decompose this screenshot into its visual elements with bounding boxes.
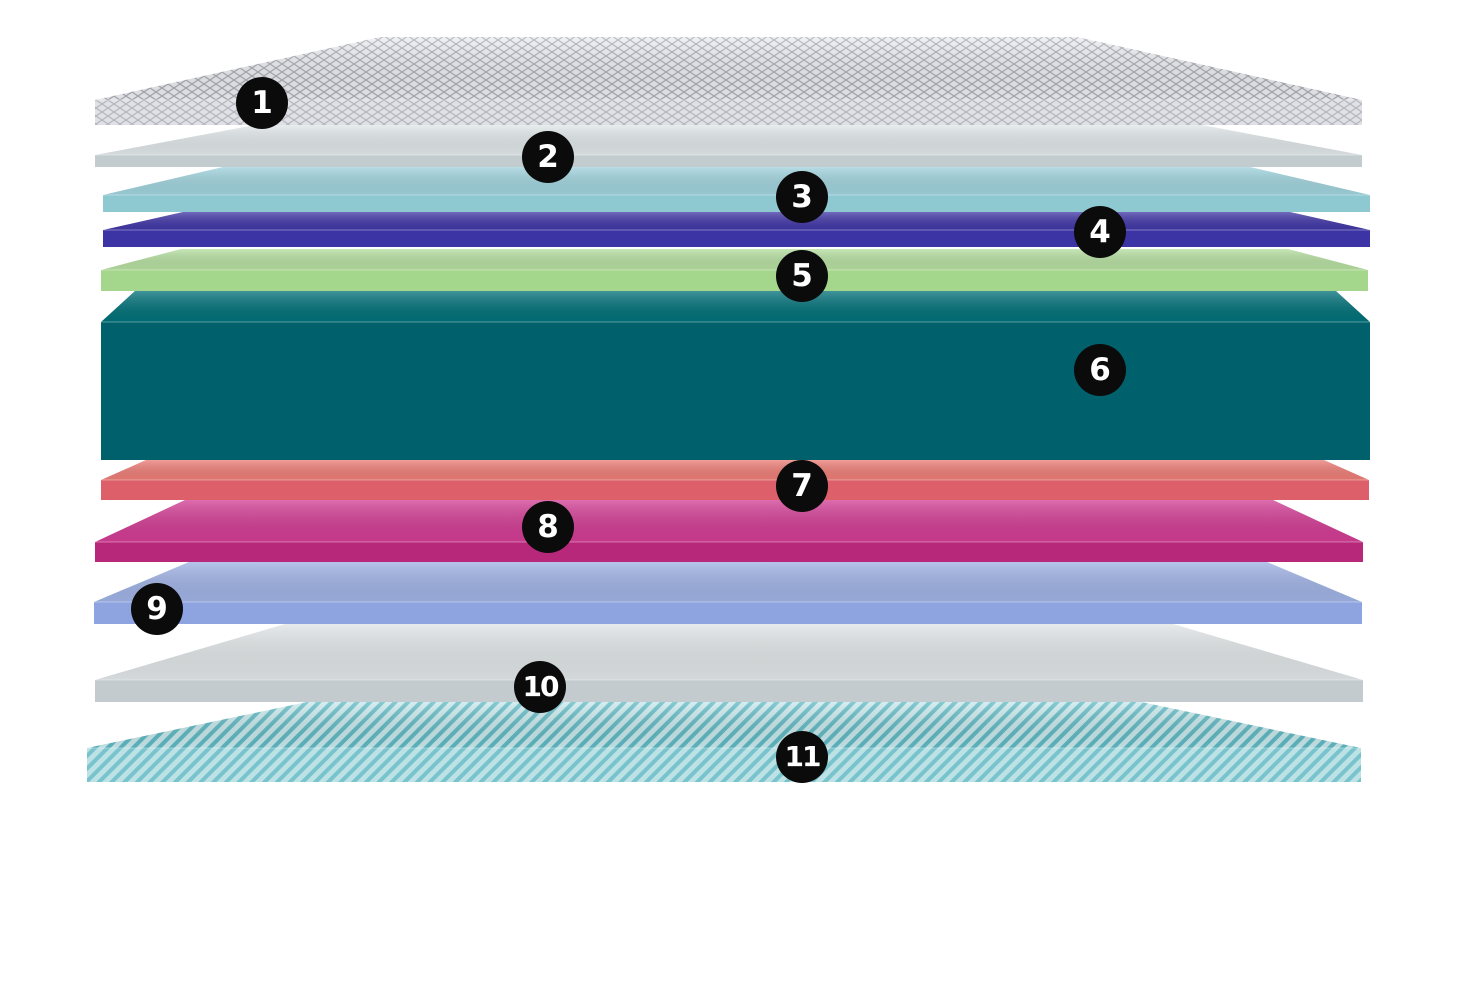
layer-5 bbox=[101, 249, 1368, 291]
layer-10-top-shade bbox=[95, 624, 1363, 680]
layer-6-top-shade bbox=[101, 291, 1370, 322]
layer-9-top-shade bbox=[94, 562, 1362, 602]
layer-badge-10: 10 bbox=[514, 661, 566, 713]
layer-6 bbox=[101, 291, 1370, 460]
layer-10-front-face bbox=[95, 680, 1363, 702]
layer-7 bbox=[101, 460, 1369, 500]
layer-11-front-tint bbox=[87, 748, 1361, 782]
layer-badge-8: 8 bbox=[522, 501, 574, 553]
layer-8 bbox=[95, 500, 1363, 562]
layer-2-top-shade bbox=[95, 125, 1362, 155]
layer-1-front-face bbox=[95, 100, 1362, 125]
layer-badge-3: 3 bbox=[776, 171, 828, 223]
layer-4-top-shade bbox=[103, 212, 1370, 230]
layer-badge-1: 1 bbox=[236, 77, 288, 129]
layer-badge-2: 2 bbox=[522, 131, 574, 183]
layer-5-top-shade bbox=[101, 249, 1368, 270]
layer-1 bbox=[95, 37, 1362, 125]
layer-badge-7: 7 bbox=[776, 460, 828, 512]
layer-10 bbox=[95, 624, 1363, 702]
layer-3-front-face bbox=[103, 195, 1370, 212]
layer-2 bbox=[95, 125, 1362, 167]
layer-badge-4: 4 bbox=[1074, 206, 1126, 258]
layer-badge-6: 6 bbox=[1074, 344, 1126, 396]
layer-badge-9: 9 bbox=[131, 583, 183, 635]
layer-5-front-face bbox=[101, 270, 1368, 291]
layer-badge-11: 11 bbox=[776, 731, 828, 783]
layer-4-front-face bbox=[103, 230, 1370, 247]
layer-3 bbox=[103, 167, 1370, 212]
layer-9 bbox=[94, 562, 1362, 624]
layer-7-top-shade bbox=[101, 460, 1369, 480]
layer-8-front-face bbox=[95, 542, 1363, 562]
layer-11 bbox=[87, 702, 1361, 782]
layer-1-top-shade bbox=[95, 37, 1362, 100]
layer-4 bbox=[103, 212, 1370, 247]
layer-3-top-shade bbox=[103, 167, 1370, 195]
layer-11-front-face bbox=[87, 748, 1361, 782]
layer-7-front-face bbox=[101, 480, 1369, 500]
layer-1-front-tint bbox=[95, 100, 1362, 125]
layer-6-front-face bbox=[101, 322, 1370, 460]
layer-badge-5: 5 bbox=[776, 250, 828, 302]
layer-11-top-shade bbox=[87, 702, 1361, 748]
layer-2-front-face bbox=[95, 155, 1362, 167]
layer-9-front-face bbox=[94, 602, 1362, 624]
layer-8-top-shade bbox=[95, 500, 1363, 542]
